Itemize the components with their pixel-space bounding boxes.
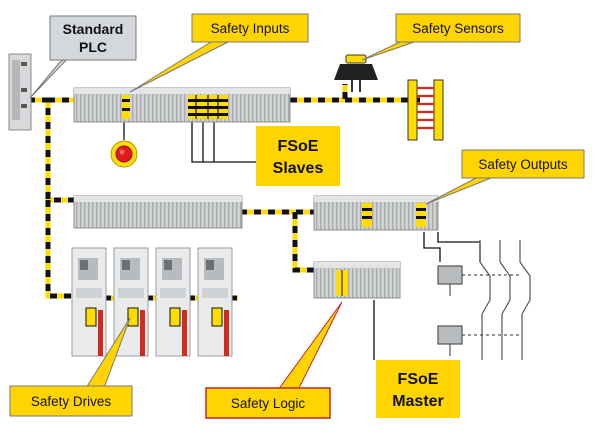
light-curtain-icon: [407, 79, 444, 141]
servo-drive: [197, 247, 233, 357]
callout-safety-sensors: Safety Sensors: [361, 13, 521, 61]
callout-text: PLC: [79, 39, 107, 55]
tag-text: Slaves: [273, 160, 324, 177]
safety-output-rack: [313, 195, 439, 231]
callout-safety-drives: Safety Drives: [9, 317, 133, 417]
callout-safety-outputs: Safety Outputs: [425, 149, 585, 205]
contactor-icon: [437, 240, 531, 360]
fsoe-master-tag: FSoE Master: [376, 360, 460, 418]
servo-drive: [155, 247, 191, 357]
fsoe-slaves-tag: FSoE Slaves: [256, 126, 340, 186]
emergency-stop-icon: [110, 140, 138, 168]
safety-input-rack: [73, 87, 291, 123]
callout-safety-inputs: Safety Inputs: [129, 13, 309, 93]
tag-text: FSoE: [398, 371, 439, 388]
callout-safety-logic: Safety Logic: [205, 301, 343, 419]
safety-logic-rack: [313, 261, 401, 299]
safety-sensor-icon: [334, 54, 378, 92]
standard-plc-device: [8, 53, 32, 131]
servo-drives: [71, 247, 233, 357]
callout-text: Safety Inputs: [211, 21, 290, 36]
callout-text: Safety Sensors: [412, 21, 504, 36]
callout-text: Safety Logic: [231, 396, 306, 411]
servo-drive: [71, 247, 107, 357]
callout-text: Safety Drives: [31, 394, 112, 409]
tag-text: FSoE: [278, 138, 319, 155]
callout-standard-plc: Standard PLC: [29, 15, 137, 99]
drive-coupler-rack: [73, 195, 243, 229]
callout-text: Safety Outputs: [478, 157, 568, 172]
tag-text: Master: [392, 393, 444, 410]
callout-text: Standard: [63, 21, 124, 37]
